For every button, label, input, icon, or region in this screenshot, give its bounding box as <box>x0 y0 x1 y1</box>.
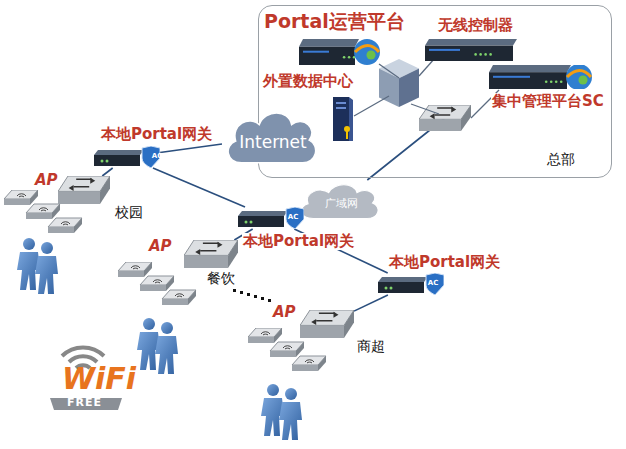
controller-device: 无线控制器 <box>425 13 529 65</box>
server-device <box>299 39 381 65</box>
portal-gateway: 本地Portal网关 AC <box>376 252 506 304</box>
node-label: Internet <box>222 133 324 153</box>
network-link <box>102 168 112 176</box>
node-label: 总部 <box>546 151 576 167</box>
node-label: 无线控制器 <box>437 17 514 34</box>
node-label: AP <box>272 304 297 321</box>
network-link <box>153 168 245 207</box>
site-restaurant: AP 餐饮 <box>116 236 244 312</box>
logo-banner-text: FREE <box>67 397 102 410</box>
switch-icon <box>300 310 354 338</box>
management-platform: 集中管理平台SC <box>487 63 611 117</box>
switch-icon <box>58 176 110 204</box>
node-label: AP <box>34 172 59 189</box>
server-cube <box>379 59 419 107</box>
switch-icon <box>184 240 238 268</box>
internet-cloud: Internet <box>222 106 324 168</box>
node-label: 集中管理平台SC <box>491 93 605 110</box>
node-label: 本地Portal网关 <box>100 126 213 143</box>
node-label: AP <box>148 238 173 255</box>
site-supermarket: AP 商超 <box>246 300 390 378</box>
server-device <box>425 39 517 61</box>
node-label: 本地Portal网关 <box>242 233 355 250</box>
badge-text: AC <box>152 152 163 160</box>
switch-icon <box>419 105 471 131</box>
node-label: 本地Portal网关 <box>388 254 501 271</box>
node-label: 餐饮 <box>206 270 236 286</box>
logo-text: WiFi <box>62 362 136 397</box>
wan-cloud: 广域网 <box>296 180 386 222</box>
ellipsis-dots <box>233 289 271 302</box>
people-figures <box>17 238 302 440</box>
network-link <box>160 144 222 152</box>
node-label: Portal运营平台 <box>263 11 406 33</box>
node-label: 外置数据中心 <box>262 73 354 90</box>
data-tower <box>331 97 353 141</box>
badge-text: AC <box>288 213 299 221</box>
platform-server: Portal运营平台 <box>261 9 423 73</box>
server-device <box>489 65 593 89</box>
badge-text: AC <box>428 279 439 287</box>
site-campus: AP 校园 <box>2 168 148 242</box>
node-label: 广域网 <box>296 198 386 211</box>
network-link <box>354 295 388 311</box>
gateway-device <box>94 146 160 168</box>
node-label: 商超 <box>356 338 386 354</box>
portal-gateway: 本地Portal网关 AC <box>236 206 360 254</box>
node-label: 校园 <box>114 204 144 220</box>
access-points <box>118 262 198 306</box>
portal-gateway: 本地Portal网关 AC <box>94 124 218 172</box>
